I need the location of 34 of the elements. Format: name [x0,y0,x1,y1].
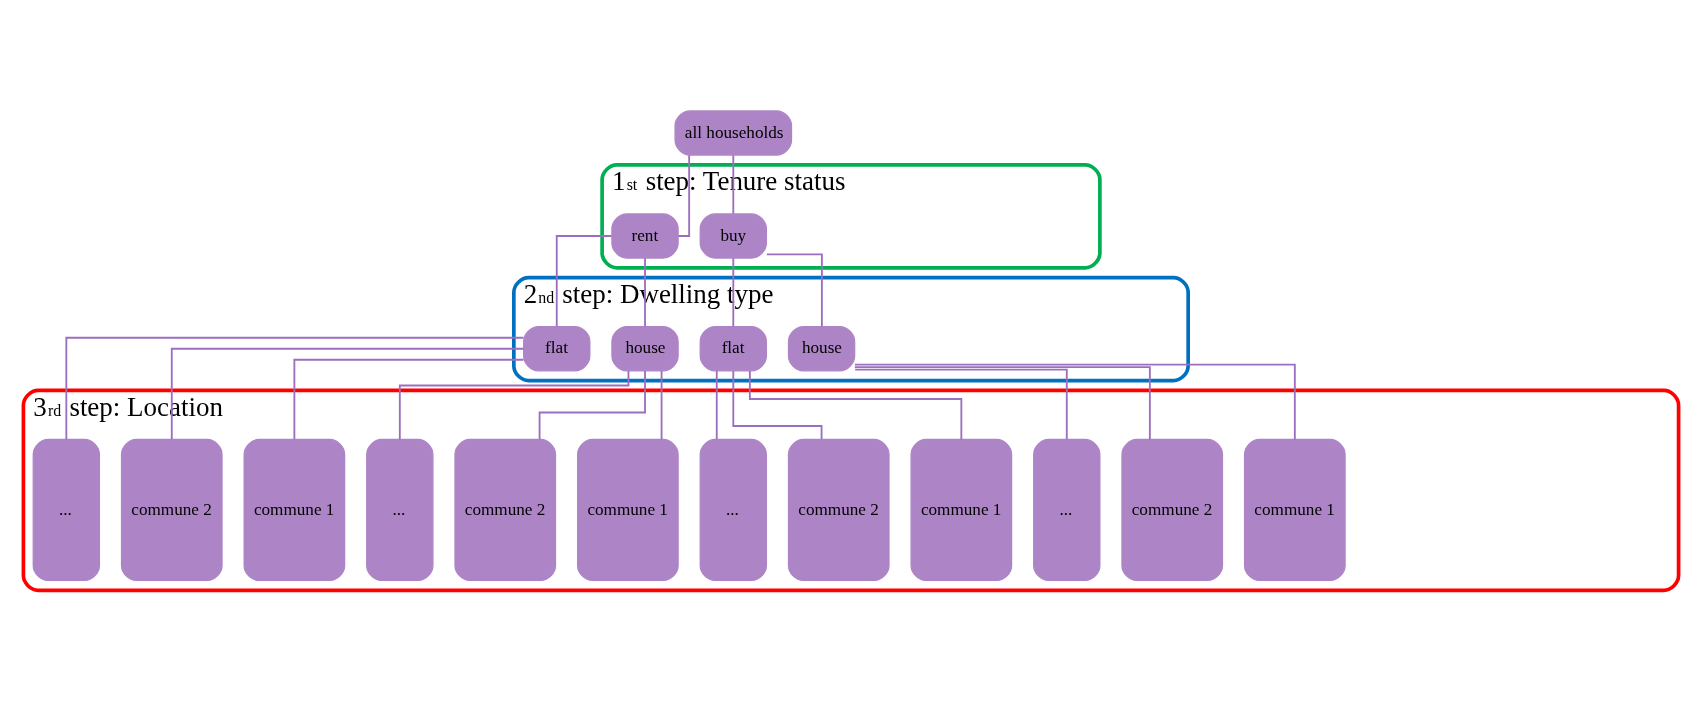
node-box: flat [523,326,591,372]
connector [765,253,823,328]
node-box: commune 2 [454,438,557,582]
connector [65,336,525,441]
node-box: house [787,326,856,372]
node-box: commune 2 [1121,438,1224,582]
connector [555,235,613,328]
node-box: commune 1 [1243,438,1346,582]
node-box: ... [1033,438,1101,582]
connector [732,370,823,441]
connector [853,363,1296,441]
node-box: commune 1 [243,438,346,582]
node-box: commune 1 [910,438,1013,582]
node-box: ... [32,438,101,582]
node-box: flat [699,326,767,372]
node-box: all households [674,110,793,156]
node-box: commune 2 [120,438,223,582]
connector [748,370,963,441]
node-box: commune 2 [787,438,890,582]
node-box: ... [366,438,434,582]
connector [853,366,1151,441]
connector [293,358,525,441]
node-box: ... [699,438,767,582]
node-box: rent [611,213,679,259]
connector [660,369,663,441]
connector [715,369,718,441]
connector [398,370,630,441]
connector [170,347,525,441]
node-box: buy [699,213,767,259]
connector [854,368,1068,441]
connector [644,257,646,328]
node-box: commune 1 [576,438,679,582]
node-box: house [611,326,679,372]
connector [538,370,646,441]
